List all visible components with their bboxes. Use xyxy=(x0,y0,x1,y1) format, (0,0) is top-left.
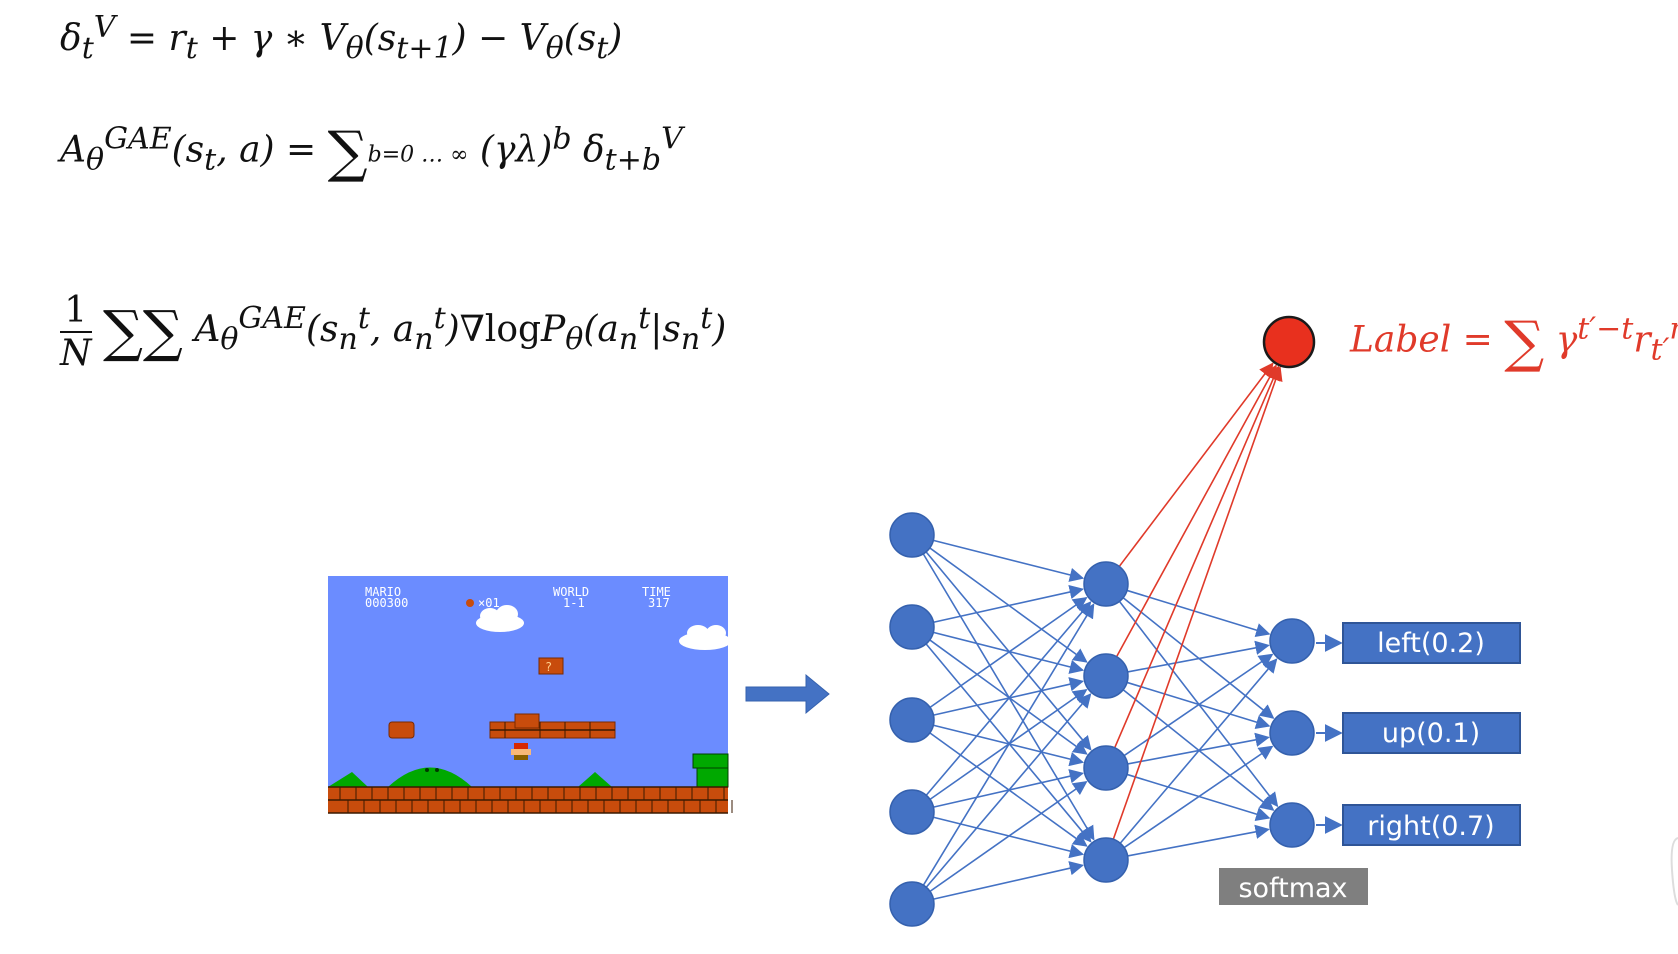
hud-time: 317 xyxy=(648,596,670,610)
edge xyxy=(1126,589,1271,638)
edge xyxy=(929,639,1088,755)
input-arrow-icon xyxy=(745,673,830,715)
cloud-icon xyxy=(679,625,731,650)
value-node xyxy=(1262,315,1316,369)
input-node xyxy=(889,881,935,927)
output-node xyxy=(1269,618,1315,664)
hud-coins: ×01 xyxy=(478,596,500,610)
hidden-node xyxy=(1083,837,1129,883)
edge xyxy=(933,584,1084,624)
edge xyxy=(925,601,1092,796)
softmax-box: softmax xyxy=(1219,868,1368,905)
pipe-icon xyxy=(692,753,729,788)
edge xyxy=(933,539,1085,582)
edge xyxy=(1119,658,1278,844)
edge xyxy=(925,693,1092,888)
brick-block-icon xyxy=(388,721,415,739)
value-edge xyxy=(1113,365,1280,749)
value-edge xyxy=(1115,364,1277,658)
hidden-node xyxy=(1083,745,1129,791)
hud-world: 1-1 xyxy=(563,596,585,610)
input-node xyxy=(889,512,935,558)
ground-brick-lines xyxy=(339,787,733,813)
softmax-label: softmax xyxy=(1238,873,1347,904)
edge xyxy=(1123,745,1274,849)
nodes xyxy=(889,512,1315,927)
blue-edges xyxy=(922,539,1279,900)
hidden-node xyxy=(1083,561,1129,607)
red-edges xyxy=(1112,362,1283,840)
output-left-label: left(0.2) xyxy=(1377,628,1485,659)
edge xyxy=(933,861,1084,900)
td-error-formula: δtV = rt + γ ∗ Vθ(st+1) − Vθ(st) xyxy=(60,10,623,67)
input-node xyxy=(889,604,935,650)
svg-text:?: ? xyxy=(545,660,552,674)
output-up-label: up(0.1) xyxy=(1382,718,1480,749)
brick-row-icon xyxy=(489,713,616,739)
edge xyxy=(929,596,1088,709)
hud-score: 000300 xyxy=(365,596,408,610)
edge xyxy=(1127,640,1270,673)
output-right-label: right(0.7) xyxy=(1367,811,1494,842)
edge xyxy=(922,603,1095,886)
input-node xyxy=(889,789,935,835)
output-node xyxy=(1269,802,1315,848)
hill-icon xyxy=(328,772,368,787)
hill-icon xyxy=(578,772,612,787)
hud-world-label: WORLD xyxy=(553,585,589,599)
input-node xyxy=(889,697,935,743)
hidden-node xyxy=(1083,653,1129,699)
ground-icon xyxy=(328,786,728,814)
gae-formula: AθGAE(st, a) = ∑b=0 … ∞ (γλ)b δt+bV xyxy=(60,120,683,185)
mario-icon xyxy=(511,743,531,760)
hill-icon xyxy=(388,767,472,787)
output-left: left(0.2) xyxy=(1316,622,1521,664)
output-node xyxy=(1269,710,1315,756)
value-edge xyxy=(1112,366,1283,840)
question-block-icon xyxy=(538,657,564,675)
output-up: up(0.1) xyxy=(1316,712,1521,754)
game-screen: MARIO 000300 ×01 WORLD 1-1 TIME 317 ? xyxy=(328,576,733,814)
value-edge xyxy=(1118,362,1274,567)
output-right: right(0.7) xyxy=(1316,804,1521,846)
edge xyxy=(929,780,1088,893)
cloud-icon xyxy=(476,605,524,632)
edge xyxy=(1127,824,1270,857)
hud-player: MARIO xyxy=(365,585,401,599)
hud-time-label: TIME xyxy=(642,585,671,599)
coin-icon xyxy=(466,599,474,607)
edge xyxy=(925,643,1092,843)
value-label-formula: Label = ∑ γt′−trt′n xyxy=(1350,310,1678,375)
